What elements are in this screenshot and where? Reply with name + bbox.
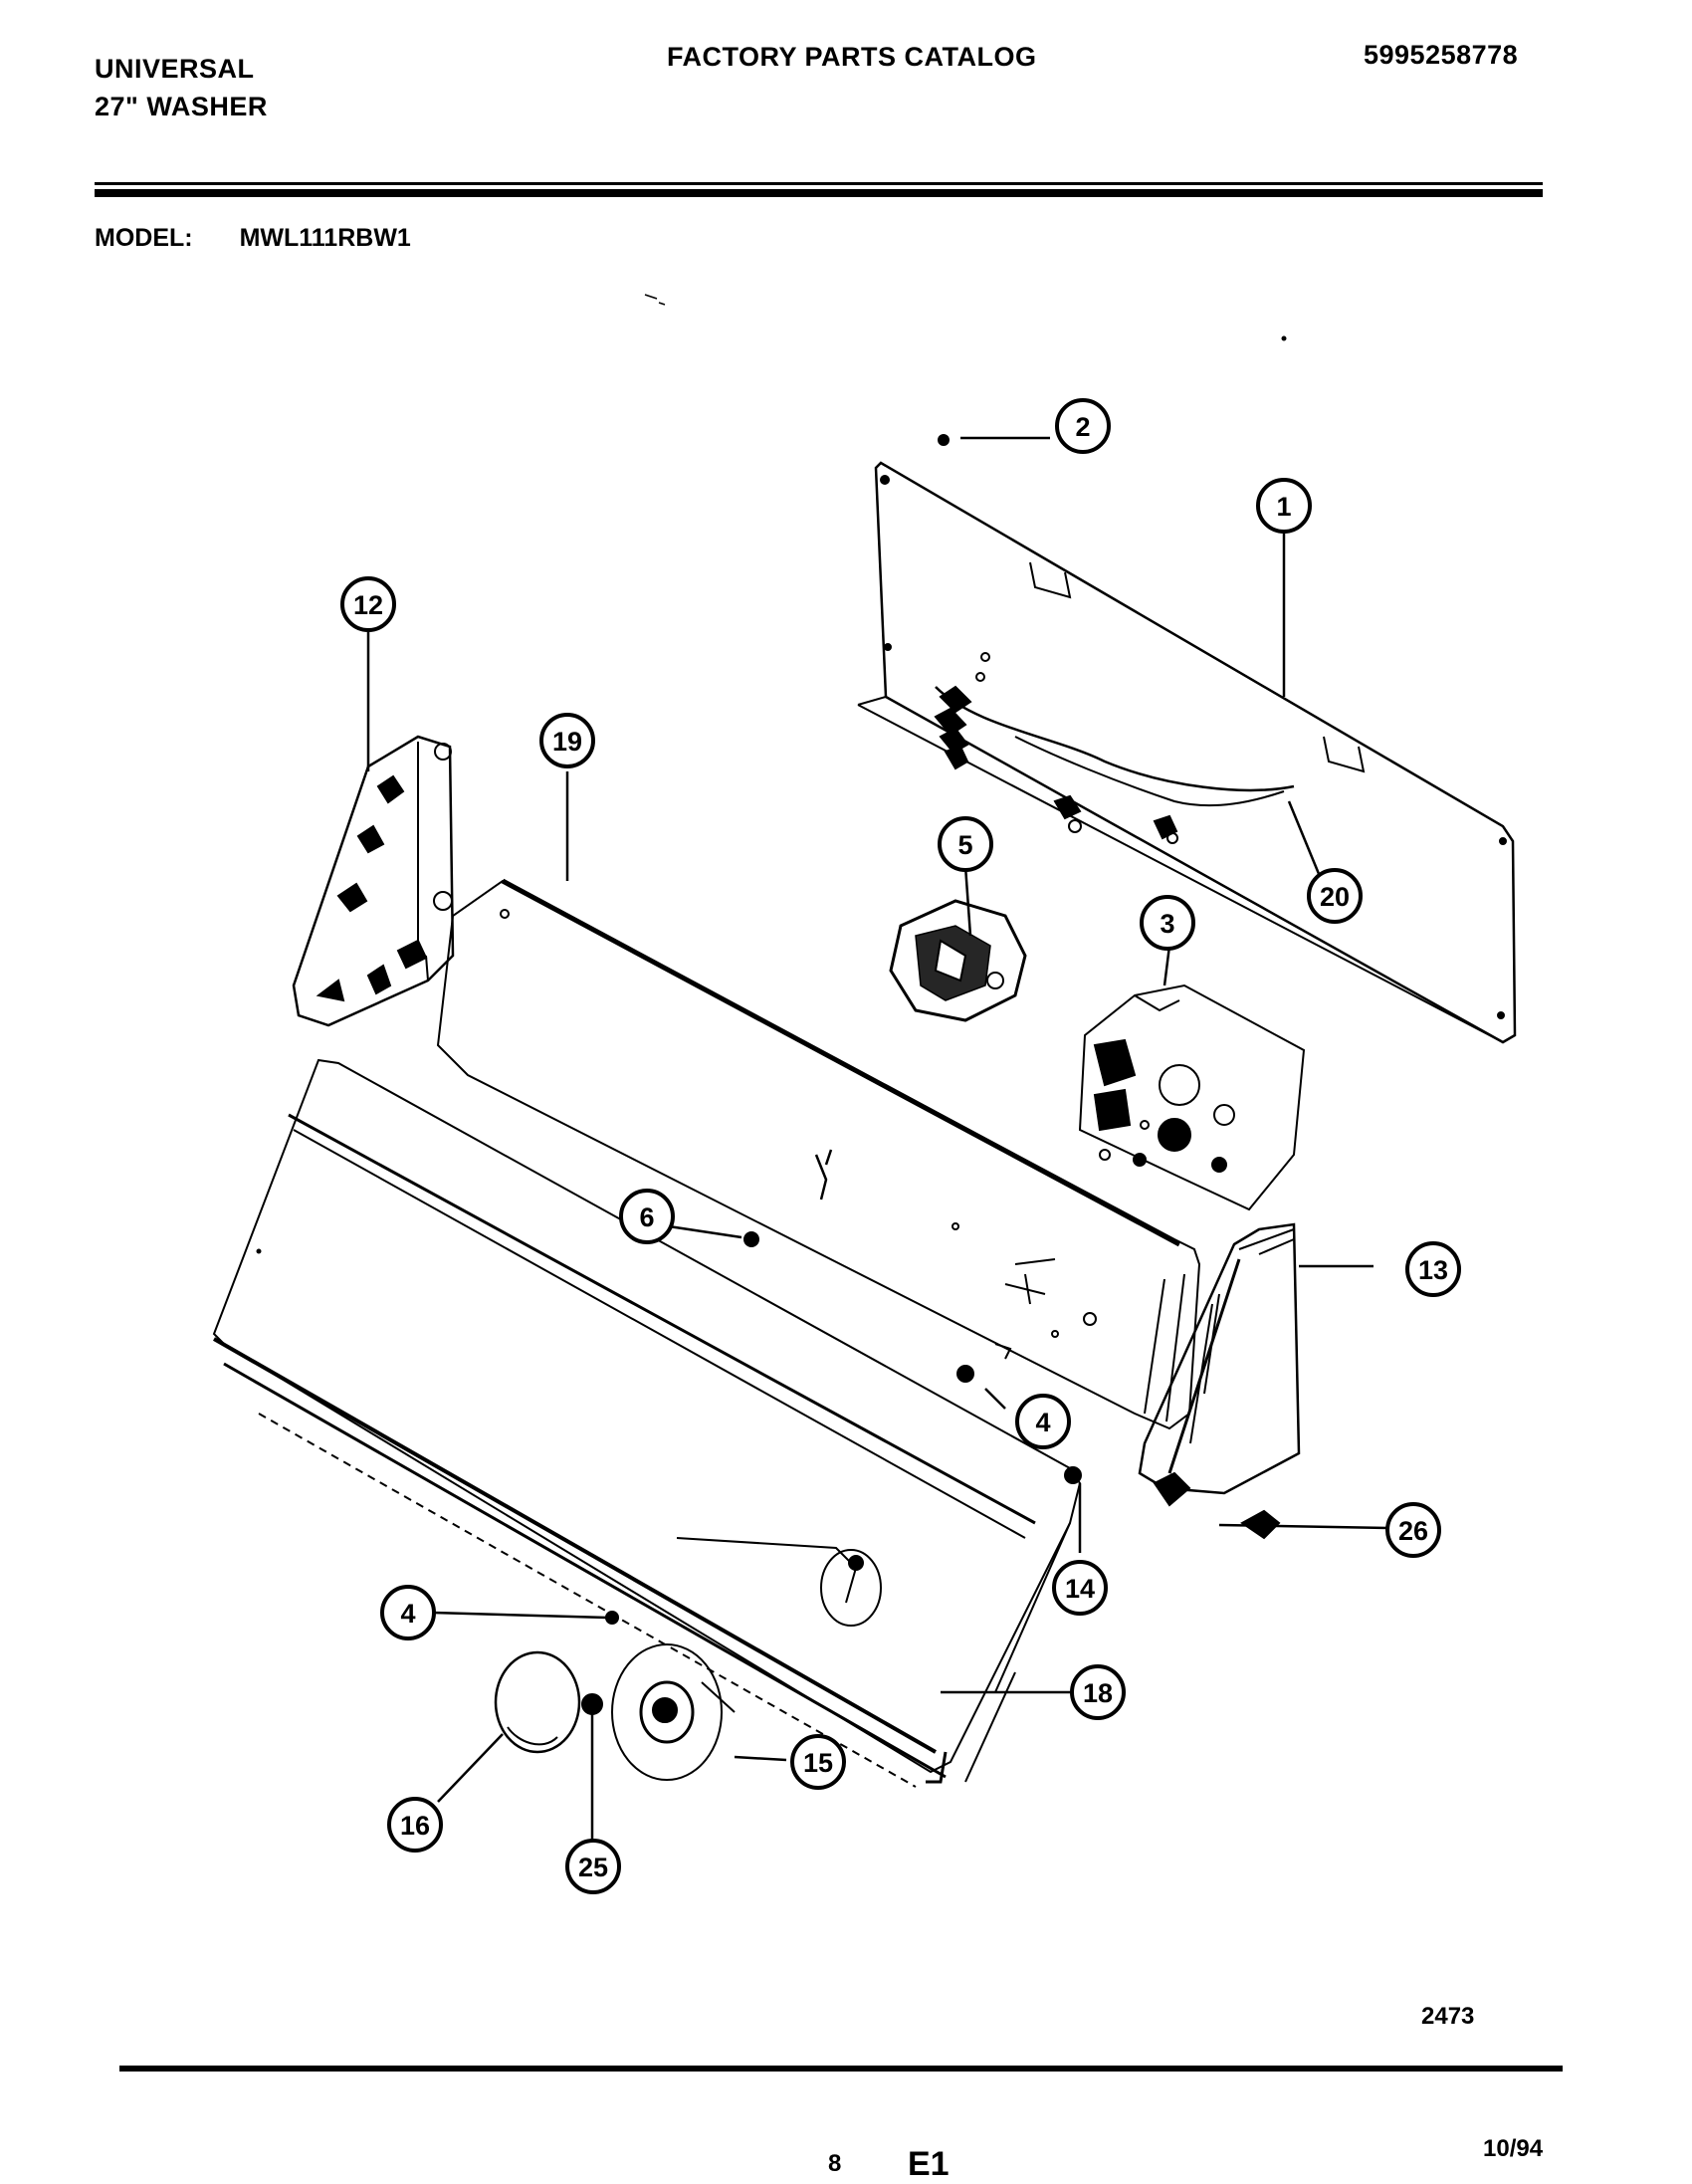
callout-15: 15: [790, 1734, 846, 1790]
callout-6: 6: [619, 1189, 675, 1244]
callout-circle: [619, 1189, 675, 1244]
leader-lines: [366, 436, 1389, 1847]
footer-rule: [119, 2066, 1563, 2072]
callout-number: 6: [639, 1202, 654, 1232]
callout-26: 26: [1385, 1502, 1441, 1558]
callout-4: 4: [380, 1585, 436, 1640]
header-rule-thin: [95, 182, 1543, 185]
callout-4: 4: [1015, 1394, 1071, 1449]
callout-3: 3: [1140, 895, 1195, 951]
callout-18: 18: [1070, 1664, 1126, 1720]
callout-circle: [340, 576, 396, 632]
callout-circle: [1385, 1502, 1441, 1558]
end-cap-part-13: [1138, 1222, 1301, 1507]
callout-number: 13: [1418, 1255, 1448, 1285]
washer-part-25: [581, 1693, 603, 1715]
catalog-date: 10/94: [1483, 2135, 1544, 2162]
callout-circle: [380, 1585, 436, 1640]
catalog-title: FACTORY PARTS CATALOG: [667, 42, 1037, 72]
callout-number: 16: [400, 1811, 430, 1841]
page-number: 8: [828, 2150, 842, 2177]
callout-14: 14: [1052, 1560, 1108, 1616]
callout-5: 5: [938, 816, 993, 872]
callout-16: 16: [387, 1797, 443, 1853]
timer-part-3: [1078, 983, 1306, 1211]
callout-number: 1: [1276, 492, 1291, 522]
screw-part-4-upper: [956, 1365, 974, 1383]
callout-2: 2: [1055, 398, 1111, 454]
model-value: MWL111RBW1: [239, 224, 411, 252]
callout-number: 25: [578, 1853, 608, 1882]
callout-25: 25: [565, 1839, 621, 1894]
callout-circle: [1015, 1394, 1071, 1449]
callout-number: 14: [1065, 1574, 1095, 1604]
brand-line-1: UNIVERSAL: [95, 54, 255, 84]
callout-number: 20: [1320, 882, 1350, 912]
callout-circle: [1052, 1560, 1108, 1616]
brand-line-2: 27" WASHER: [95, 92, 268, 121]
callout-number: 2: [1075, 412, 1090, 442]
callout-number: 15: [803, 1748, 833, 1778]
callout-circle: [387, 1797, 443, 1853]
callout-number: 12: [353, 590, 383, 620]
callout-1: 1: [1256, 478, 1312, 534]
knob-part-16: [494, 1650, 581, 1754]
model-row: MODEL: MWL111RBW1: [95, 224, 411, 253]
console-part-18: [212, 1058, 1082, 1788]
callout-number: 18: [1083, 1678, 1113, 1708]
callout-circle: [1405, 1241, 1461, 1297]
bracket-part-12: [292, 735, 455, 1027]
model-label: MODEL:: [95, 224, 193, 252]
callout-number: 4: [400, 1599, 415, 1629]
callout-circle: [790, 1734, 846, 1790]
section-code: E1: [908, 2145, 950, 2183]
clip-part-14: [1064, 1466, 1082, 1484]
screw-part-4-lower: [605, 1611, 619, 1625]
callout-number: 19: [552, 727, 582, 757]
callout-circle: [539, 713, 595, 768]
header-rule-thick: [95, 189, 1543, 197]
brand-heading: UNIVERSAL 27" WASHER: [95, 50, 268, 125]
callout-20: 20: [1307, 868, 1363, 924]
callout-circle: [938, 816, 993, 872]
callout-number: 3: [1160, 909, 1174, 939]
callout-circle: [1055, 398, 1111, 454]
control-panel-part-19: [436, 878, 1201, 1430]
callout-circle: [1307, 868, 1363, 924]
callout-12: 12: [340, 576, 396, 632]
callout-19: 19: [539, 713, 595, 768]
component-part-5: [889, 899, 1027, 1022]
screw-part-6: [743, 1231, 759, 1247]
callout-circle: [565, 1839, 621, 1894]
callout-circle: [1256, 478, 1312, 534]
rear-panel-part-1: [857, 434, 1517, 1044]
callout-circle: [1140, 895, 1195, 951]
callout-number: 26: [1398, 1516, 1428, 1546]
callout-number: 5: [957, 830, 972, 860]
callout-circle: [1070, 1664, 1126, 1720]
figure-number: 2473: [1421, 2003, 1475, 2030]
callout-13: 13: [1405, 1241, 1461, 1297]
catalog-number: 5995258778: [1364, 40, 1519, 70]
callout-number: 4: [1035, 1408, 1050, 1437]
knob-skirt-part-15: [611, 1643, 736, 1781]
